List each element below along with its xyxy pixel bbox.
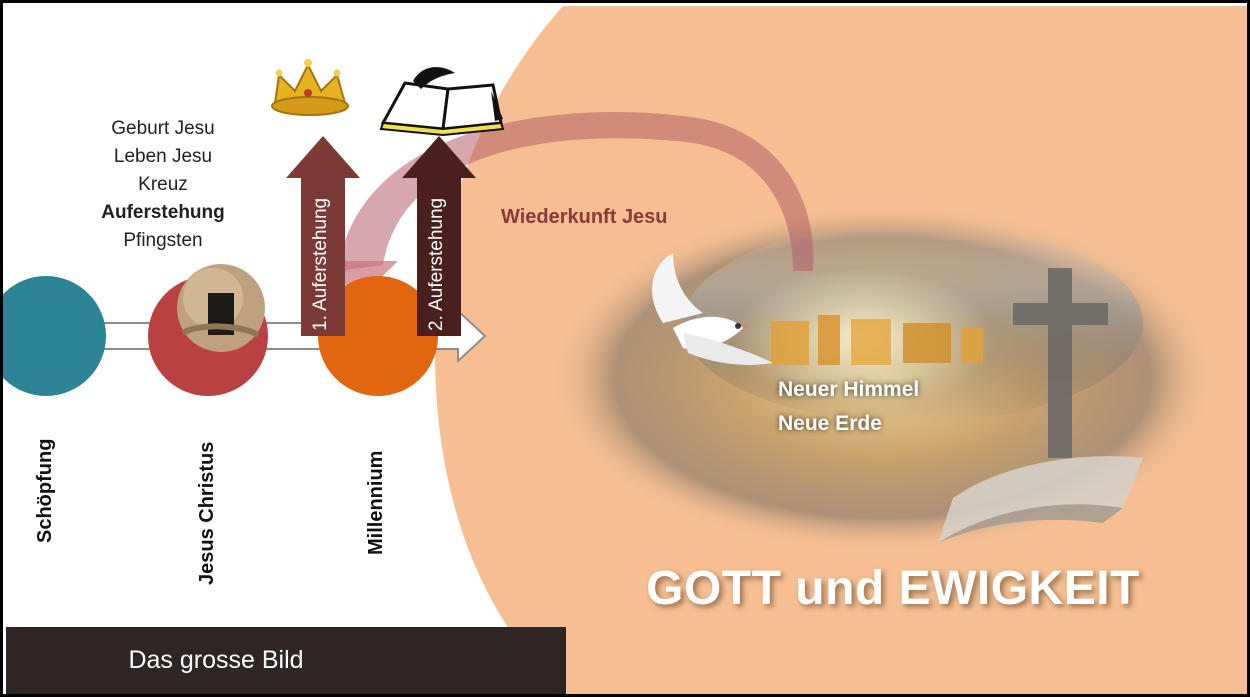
diagram-graphics	[3, 6, 1247, 694]
event-birth: Geburt Jesu	[111, 118, 215, 139]
first-resurrection-arrow	[286, 136, 360, 336]
label-new-earth: Neue Erde	[778, 412, 882, 435]
cross-icon	[1013, 268, 1108, 458]
footer-title: Das grosse Bild	[128, 646, 304, 674]
label-second-resurrection: 2. Auferstehung	[426, 197, 447, 331]
footer-bar: Das grosse Bild	[6, 627, 566, 694]
creation-circle	[3, 276, 106, 396]
tomb-icon	[177, 264, 265, 352]
book-icon	[379, 67, 505, 137]
second-resurrection-arrow	[402, 136, 476, 336]
golden-city	[771, 315, 983, 365]
label-christ: Jesus Christus	[196, 441, 218, 585]
crown-icon	[271, 59, 349, 116]
christ-events-list: Geburt Jesu Leben Jesu Kreuz Auferstehun…	[63, 115, 263, 255]
event-cross: Kreuz	[138, 174, 188, 195]
return-arrow	[338, 112, 814, 271]
bible-image	[938, 456, 1143, 543]
label-first-resurrection: 1. Auferstehung	[310, 197, 331, 331]
label-return: Wiederkunft Jesu	[501, 206, 668, 228]
label-millennium: Millennium	[365, 450, 387, 555]
event-life: Leben Jesu	[113, 146, 213, 167]
label-new-heaven: Neuer Himmel	[778, 378, 920, 401]
millennium-circle	[318, 276, 438, 396]
event-resurrection: Auferstehung	[101, 202, 225, 223]
eternity-title: GOTT und EWIGKEIT	[646, 562, 1140, 615]
eternity-caption: Neuer Himmel Neue Erde	[778, 373, 919, 441]
label-creation: Schöpfung	[34, 438, 56, 543]
dove-icon	[652, 253, 773, 365]
event-pentecost: Pfingsten	[123, 230, 203, 251]
